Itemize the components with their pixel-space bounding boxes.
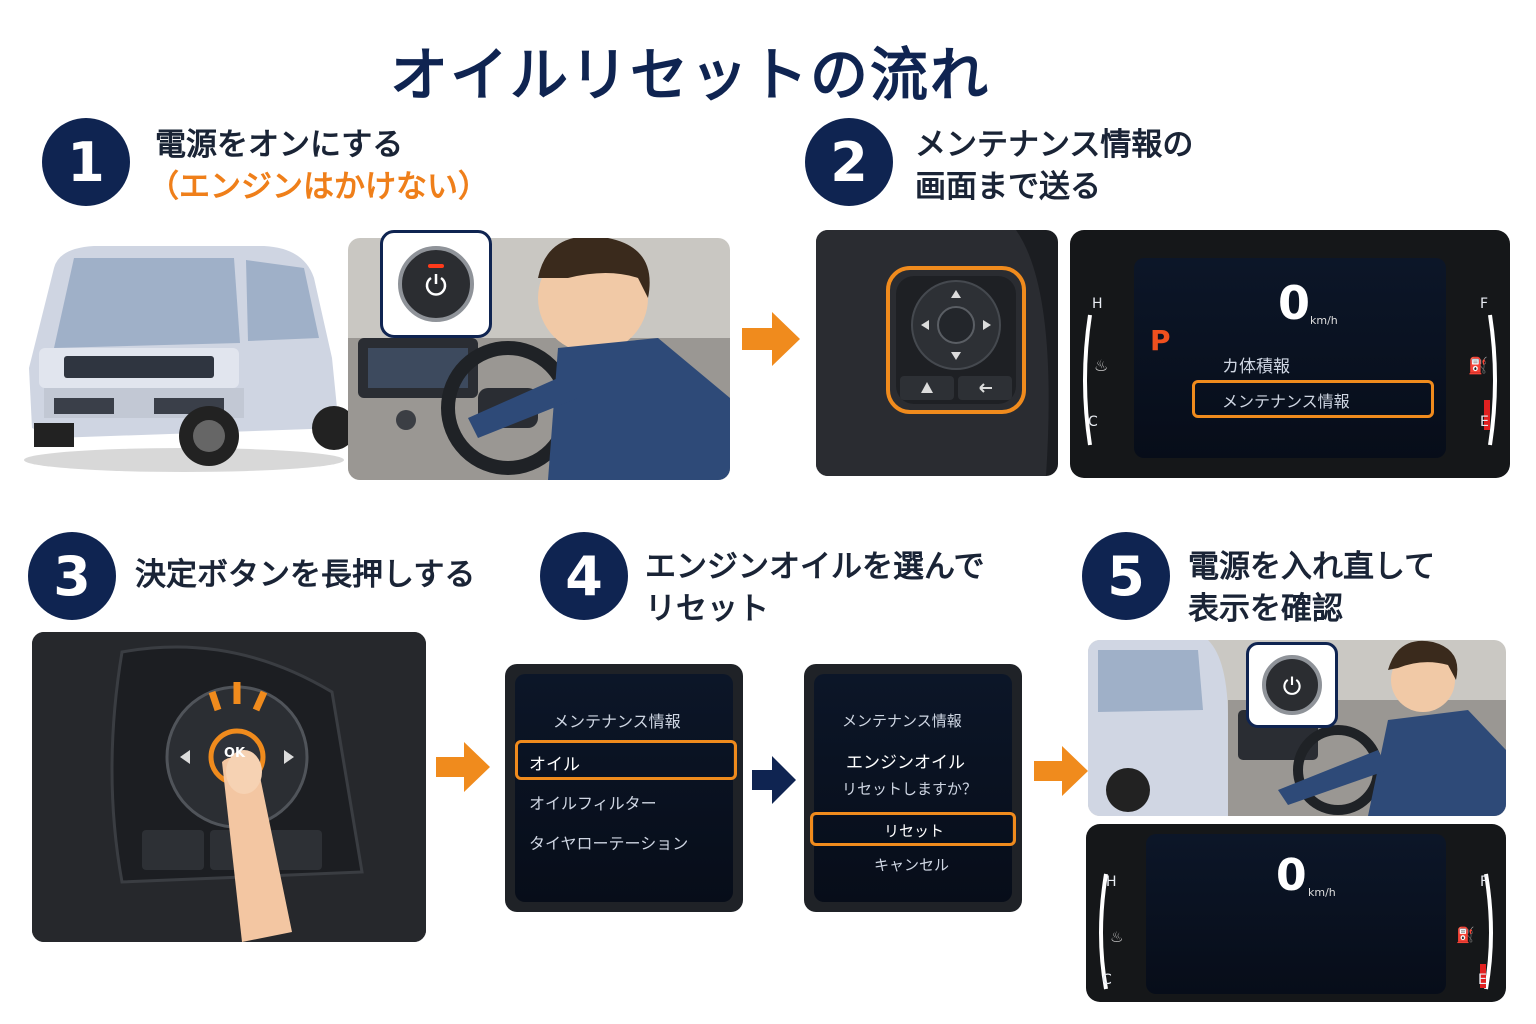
temp-high-label-2: H — [1106, 874, 1117, 890]
steering-wheel-controls — [816, 230, 1058, 476]
power-button-2[interactable] — [1262, 655, 1322, 715]
power-icon — [1283, 676, 1301, 695]
step-3-line1: 決定ボタンを長押しする — [135, 557, 476, 593]
maintenance-screen-a: メンテナンス情報 オイル オイルフィルター タイヤローテーション — [505, 664, 743, 912]
power-button-callout-2 — [1246, 642, 1338, 728]
cluster-1-screen — [1134, 258, 1446, 458]
step-2-number: 2 — [805, 118, 893, 206]
screen-a-highlight — [515, 740, 737, 780]
screen-b-line2: リセットしますか？ — [842, 780, 978, 798]
step-4-line2: リセット — [645, 591, 769, 627]
coolant-icon: ♨ — [1110, 928, 1124, 946]
coolant-icon: ♨ — [1094, 356, 1109, 375]
cancel-button[interactable]: キャンセル — [874, 856, 950, 874]
car-image — [24, 246, 350, 472]
fuel-full-label-2: F — [1480, 874, 1489, 890]
arrow-right-icon — [1034, 746, 1088, 796]
screen-b-line1: エンジンオイル — [846, 753, 965, 773]
menu-item-maintenance[interactable]: メンテナンス情報 — [1222, 392, 1350, 411]
screen-a-header: メンテナンス情報 — [553, 712, 681, 731]
step-5-number: 5 — [1082, 532, 1170, 620]
steering-press-scene: OK — [32, 632, 426, 942]
temp-cold-label: C — [1088, 414, 1098, 430]
arrow-right-icon — [742, 312, 800, 366]
gear-indicator: P — [1150, 324, 1171, 357]
fuel-empty-label: E — [1480, 414, 1489, 430]
step-3-number: 3 — [28, 532, 116, 620]
ok-button-label[interactable]: OK — [224, 746, 246, 761]
fuel-empty-label-2: E — [1478, 972, 1487, 988]
step-1-line1: 電源をオンにする — [155, 127, 404, 163]
step-4-number: 4 — [540, 532, 628, 620]
page-title: オイルリセットの流れ — [389, 41, 990, 109]
speed-unit: km/h — [1310, 314, 1338, 327]
step-1-line2: （エンジンはかけない） — [148, 169, 489, 205]
menu-item-vehicle-info[interactable]: カ体積報 — [1222, 357, 1290, 377]
temp-high-label: H — [1092, 296, 1103, 312]
fuel-pump-icon: ⛽ — [1468, 356, 1488, 375]
arrow-right-icon — [436, 742, 490, 792]
reset-button-label: リセット — [884, 822, 945, 840]
cluster-2-screen — [1146, 834, 1446, 994]
menu-highlight — [1192, 380, 1434, 418]
power-button[interactable] — [398, 246, 474, 322]
driver-scene — [348, 238, 730, 480]
instrument-cluster-1: H C F E ♨ ⛽ 0 km/h P カ体積報 メンテナンス情報 — [1070, 230, 1510, 478]
step-5-line2: 表示を確認 — [1188, 591, 1343, 627]
speed-value: 0 — [1278, 276, 1311, 330]
reset-button[interactable] — [810, 812, 1016, 846]
step-1-number: 1 — [42, 118, 130, 206]
step-4-line1: エンジンオイルを選んで — [645, 549, 985, 585]
screen-b-header: メンテナンス情報 — [842, 712, 962, 730]
temp-cold-label-2: C — [1102, 972, 1112, 988]
maintenance-screen-b: メンテナンス情報 エンジンオイル リセットしますか？ リセット キャンセル — [804, 664, 1022, 912]
menu-item-oil-filter[interactable]: オイルフィルター — [529, 794, 657, 813]
power-button-callout — [380, 230, 492, 338]
speed-value-2: 0 — [1276, 850, 1307, 901]
step-2-line1: メンテナンス情報の — [915, 127, 1194, 163]
arrow-right-icon — [752, 756, 796, 804]
menu-item-tire-rotation[interactable]: タイヤローテーション — [529, 834, 689, 853]
fuel-pump-icon: ⛽ — [1456, 926, 1475, 944]
step-5-line1: 電源を入れ直して — [1188, 549, 1436, 585]
step-2-line2: 画面まで送る — [915, 169, 1101, 205]
speed-unit-2: km/h — [1308, 886, 1336, 899]
instrument-cluster-2: H C F E ♨ ⛽ 0 km/h — [1086, 824, 1506, 1002]
menu-item-oil[interactable]: オイル — [529, 755, 580, 775]
fuel-full-label: F — [1480, 296, 1489, 312]
power-icon — [425, 274, 447, 296]
